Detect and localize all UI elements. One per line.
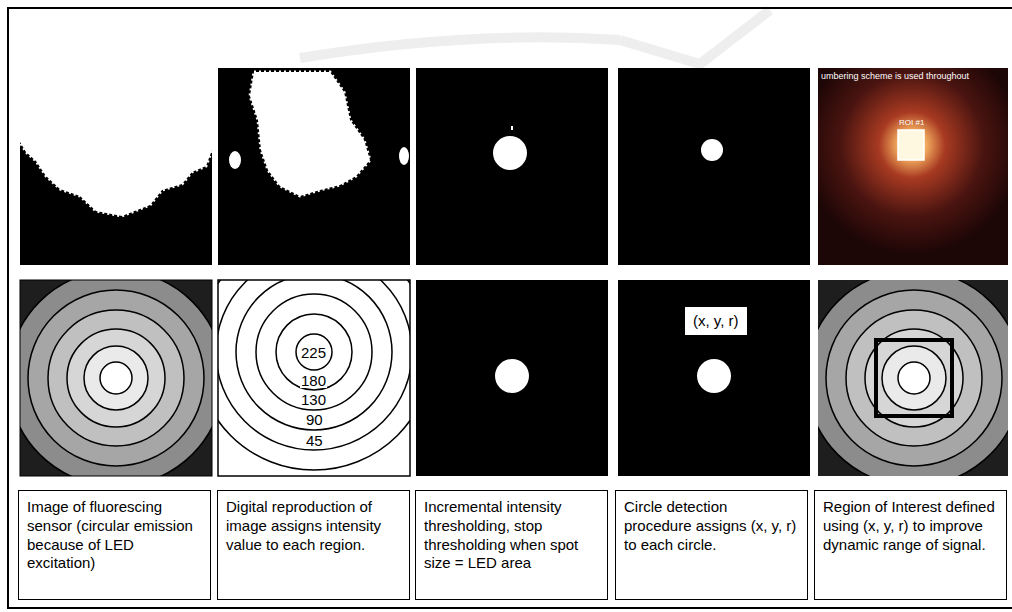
caption-box: Incremental intensity thresholding, stop…	[415, 490, 608, 600]
photo-panel-5	[818, 68, 1008, 265]
intensity-value: 130	[300, 392, 327, 407]
roi-label: ROI #1	[899, 118, 924, 127]
caption-box: Image of fluorescing sensor (circular em…	[18, 490, 211, 600]
watermark-stroke	[300, 10, 770, 64]
photo-panel-1	[20, 68, 212, 265]
node-text: (x, y, r)	[693, 312, 739, 330]
threshold-spot-drawing	[416, 280, 608, 476]
roi-drawing	[818, 280, 1008, 476]
node-text: Incremental intensity thresholding, stop…	[424, 498, 599, 573]
caption-box: Digital reproduction of image assigns in…	[217, 490, 410, 600]
node-text: Region of Interest defined using (x, y, …	[823, 498, 998, 554]
intensity-rings-drawing	[218, 280, 410, 476]
circle-detection-drawing	[618, 280, 810, 476]
intensity-value: 180	[300, 373, 327, 388]
photo-panel-2	[218, 68, 410, 265]
node-text: Digital reproduction of image assigns in…	[226, 498, 401, 554]
panel-border	[20, 280, 212, 476]
photo-panel-4	[618, 68, 810, 265]
intensity-value: 45	[305, 433, 324, 448]
panel-border	[218, 280, 410, 476]
node-text: Image of fluorescing sensor (circular em…	[27, 498, 202, 573]
coordinate-tag: (x, y, r)	[685, 307, 747, 335]
caption-box: Circle detection procedure assigns (x, y…	[615, 490, 808, 600]
concentric-emission-drawing	[20, 280, 212, 476]
caption-box: Region of Interest defined using (x, y, …	[814, 490, 1007, 600]
intensity-value: 225	[300, 345, 327, 360]
photo-panel-3	[416, 68, 608, 265]
node-text: Circle detection procedure assigns (x, y…	[624, 498, 799, 554]
outer-frame	[8, 8, 1012, 608]
intensity-value: 90	[305, 412, 324, 427]
photo-overlay-text: umbering scheme is used throughout	[821, 71, 969, 81]
